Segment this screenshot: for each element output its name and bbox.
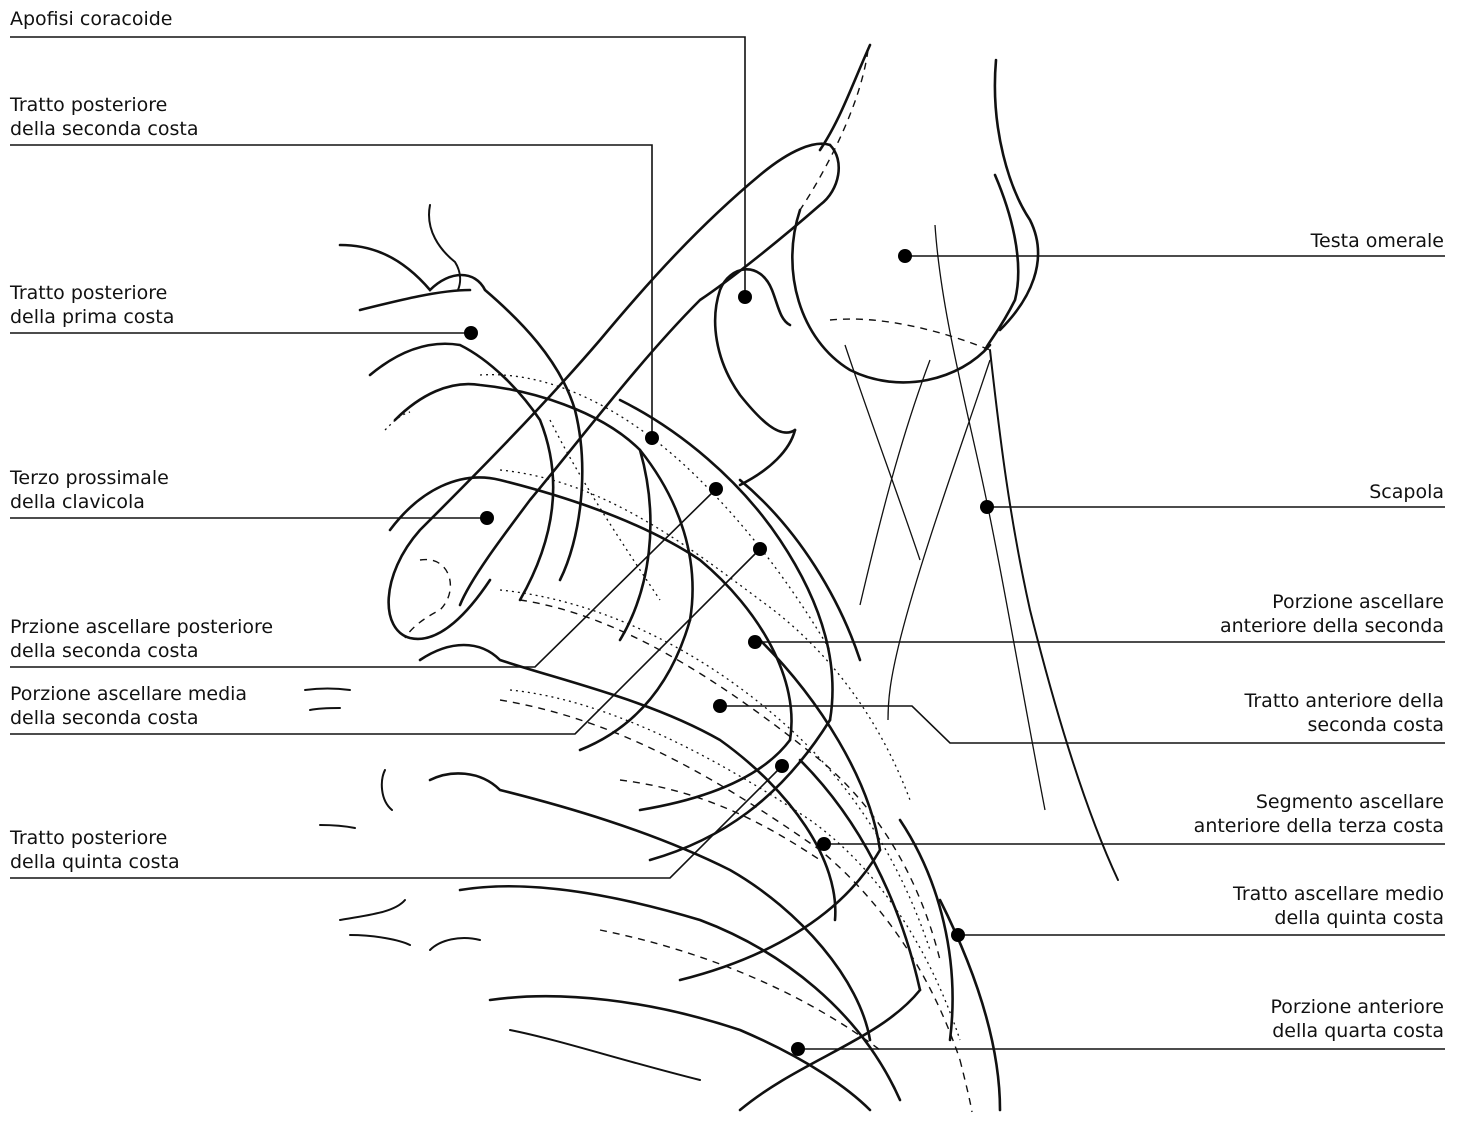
dot-scapola (980, 500, 994, 514)
label-line: della quarta costa (1271, 1019, 1445, 1043)
label-testa-omerale: Testa omerale (1311, 229, 1444, 253)
leader-apofisi-coracoide (10, 37, 745, 297)
label-line: Scapola (1369, 480, 1444, 504)
label-line: Przione ascellare posteriore (10, 615, 273, 639)
label-line: della quinta costa (1233, 906, 1444, 930)
label-terzo-prossimale: Terzo prossimale della clavicola (10, 466, 169, 514)
label-line: Porzione anteriore (1271, 995, 1445, 1019)
label-przione-post-seconda: Przione ascellare posteriore della secon… (10, 615, 273, 663)
dot-porzione-media-seconda (753, 542, 767, 556)
dot-tratto-ant-seconda (713, 699, 727, 713)
label-line: della clavicola (10, 490, 169, 514)
label-tratto-post-prima: Tratto posteriore della prima costa (10, 281, 174, 329)
label-porzione-ant-quarta: Porzione anteriore della quarta costa (1271, 995, 1445, 1043)
label-line: della seconda costa (10, 706, 247, 730)
label-line: della seconda costa (10, 117, 199, 141)
dot-testa-omerale (898, 249, 912, 263)
dot-tratto-medio-quinta (951, 928, 965, 942)
dot-segmento-ant-terza (817, 837, 831, 851)
label-line: seconda costa (1245, 713, 1444, 737)
label-line: Tratto anteriore della (1245, 689, 1444, 713)
label-segmento-ant-terza: Segmento ascellare anteriore della terza… (1194, 790, 1444, 838)
dot-porzione-ant-seconda (748, 635, 762, 649)
dot-przione-post-seconda (709, 482, 723, 496)
label-line: anteriore della terza costa (1194, 814, 1444, 838)
dot-apofisi-coracoide (738, 290, 752, 304)
label-tratto-medio-quinta: Tratto ascellare medio della quinta cost… (1233, 882, 1444, 930)
label-porzione-media-seconda: Porzione ascellare media della seconda c… (10, 682, 247, 730)
dot-terzo-prossimale (480, 511, 494, 525)
label-line: Segmento ascellare (1194, 790, 1444, 814)
label-line: Porzione ascellare (1220, 590, 1444, 614)
label-tratto-post-quinta: Tratto posteriore della quinta costa (10, 826, 180, 874)
label-line: della seconda costa (10, 639, 273, 663)
label-line: della quinta costa (10, 850, 180, 874)
label-line: Porzione ascellare media (10, 682, 247, 706)
label-line: Terzo prossimale (10, 466, 169, 490)
dot-tratto-post-quinta (775, 759, 789, 773)
marker-dots (464, 249, 994, 1056)
label-line: Apofisi coracoide (10, 7, 173, 31)
label-tratto-post-seconda: Tratto posteriore della seconda costa (10, 93, 199, 141)
label-line: Testa omerale (1311, 229, 1444, 253)
label-porzione-ant-seconda: Porzione ascellare anteriore della secon… (1220, 590, 1444, 638)
label-line: della prima costa (10, 305, 174, 329)
humerus-outline (792, 45, 1118, 880)
label-line: Tratto posteriore (10, 281, 174, 305)
clavicle-coracoid (389, 144, 839, 639)
label-apofisi-coracoide: Apofisi coracoide (10, 7, 173, 31)
leader-lines (10, 37, 1445, 1049)
dot-tratto-post-prima (464, 326, 478, 340)
dot-porzione-ant-quarta (791, 1042, 805, 1056)
dot-tratto-post-seconda (645, 431, 659, 445)
label-line: Tratto posteriore (10, 826, 180, 850)
label-scapola: Scapola (1369, 480, 1444, 504)
label-tratto-ant-seconda: Tratto anteriore della seconda costa (1245, 689, 1444, 737)
label-line: Tratto posteriore (10, 93, 199, 117)
label-line: Tratto ascellare medio (1233, 882, 1444, 906)
dotted-contours (385, 375, 972, 1112)
label-line: anteriore della seconda (1220, 614, 1444, 638)
